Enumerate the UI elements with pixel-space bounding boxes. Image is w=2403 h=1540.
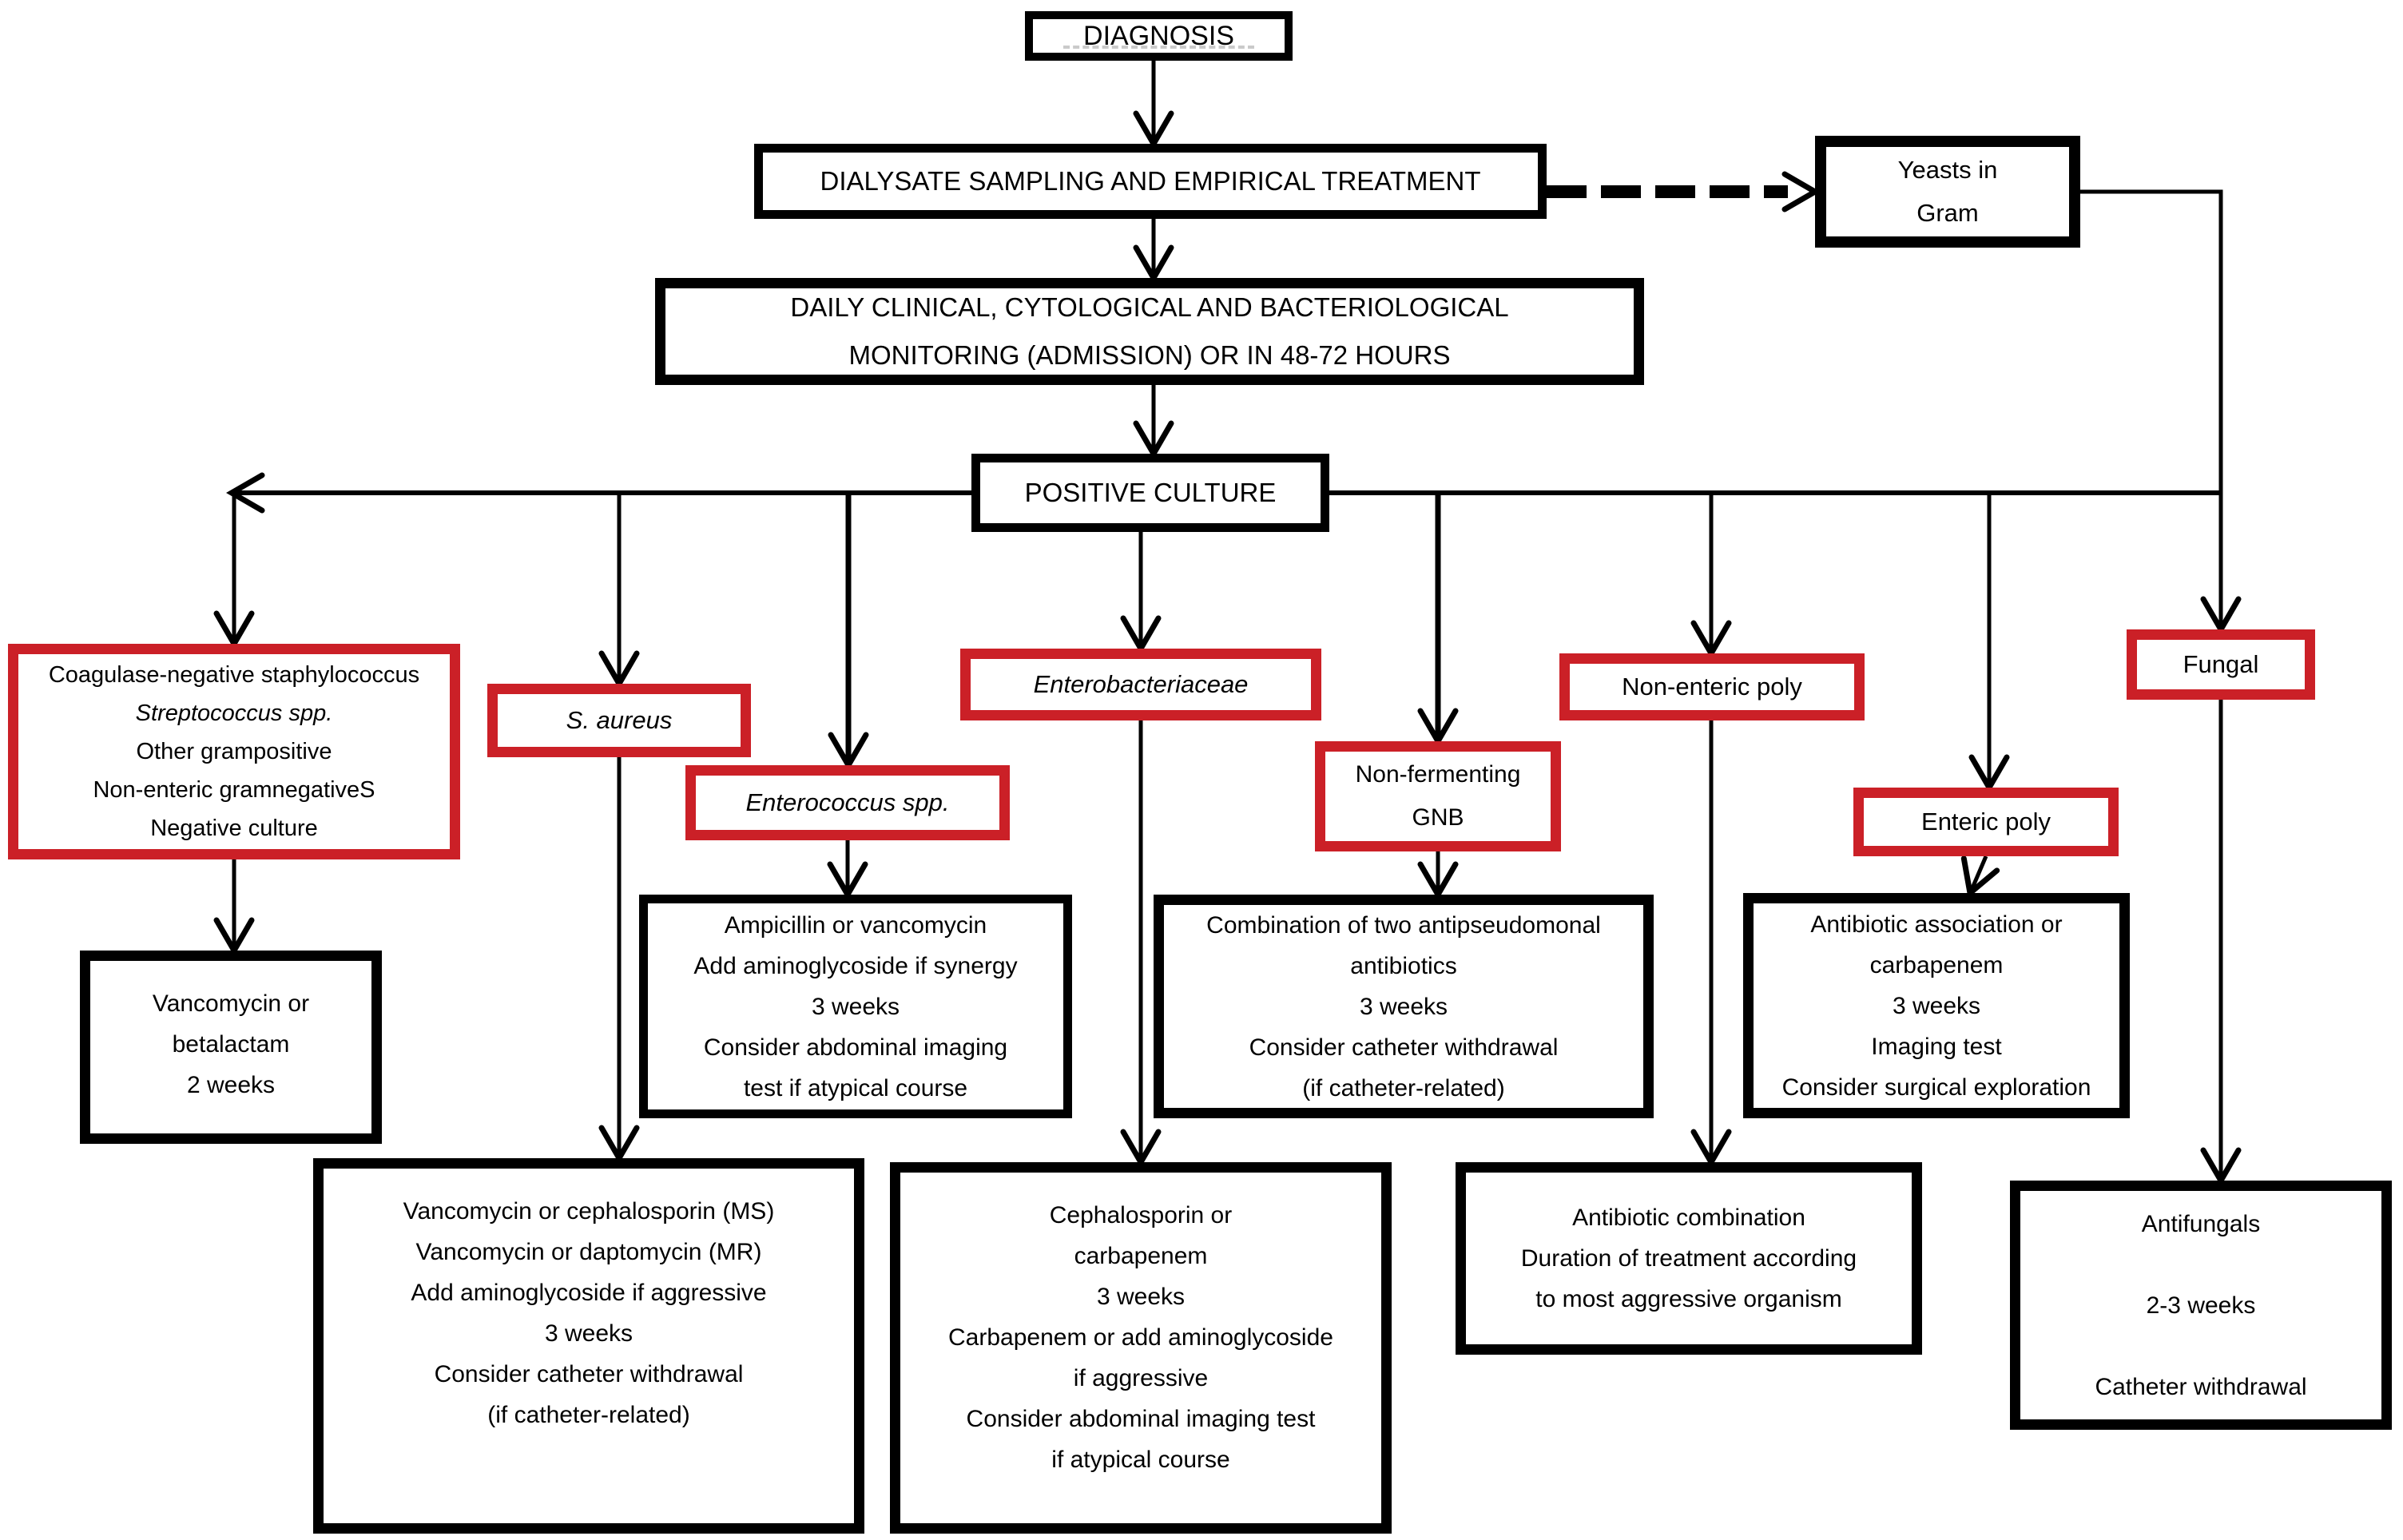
treatment-line: 3 weeks [1892, 992, 1981, 1019]
treatment-line: if aggressive [1073, 1365, 1209, 1391]
treatment-line: 2 weeks [186, 1072, 276, 1098]
treatment-line: (if catheter-related) [1302, 1074, 1505, 1101]
treatment-line: 3 weeks [811, 993, 900, 1020]
node-antifungals: Antifungals 2-3 weeks Catheter withdrawa… [2010, 1181, 2392, 1430]
group-line: Coagulase-negative staphylococcus [48, 662, 420, 688]
node-dialysate-sampling: DIALYSATE SAMPLING AND EMPIRICAL TREATME… [754, 144, 1547, 219]
node-enteric-poly-label: Enteric poly [1921, 808, 2051, 835]
treatment-line: Consider catheter withdrawal [434, 1361, 744, 1387]
diagnosis-underline-artifact [1062, 46, 1255, 49]
node-daily-line: MONITORING (ADMISSION) OR IN 48-72 HOURS [848, 340, 1451, 370]
treatment-line: Vancomycin or [152, 990, 310, 1017]
node-enterobacteriaceae-label: Enterobacteriaceae [1033, 670, 1249, 698]
node-vancomycin-betalactam: Vancomycin or betalactam 2 weeks [80, 951, 382, 1144]
treatment-line: Consider catheter withdrawal [1249, 1034, 1559, 1061]
treatment-line: 3 weeks [1359, 993, 1448, 1020]
treatment-line: Catheter withdrawal [2095, 1373, 2307, 1400]
treatment-line: Combination of two antipseudomonal [1206, 911, 1601, 939]
treatment-line: Ampicillin or vancomycin [724, 911, 987, 939]
treatment-line: to most aggressive organism [1535, 1286, 1842, 1312]
treatment-line: if atypical course [1051, 1447, 1230, 1473]
node-enteric-poly: Enteric poly [1853, 788, 2119, 856]
treatment-line: 3 weeks [1096, 1284, 1186, 1310]
treatment-line: Duration of treatment according [1520, 1245, 1857, 1272]
treatment-line: Consider surgical exploration [1781, 1074, 2091, 1101]
treatment-line: Vancomycin or daptomycin (MR) [415, 1239, 762, 1265]
node-gnb-line: Non-fermenting [1355, 761, 1521, 788]
node-positive-culture-label: POSITIVE CULTURE [1024, 478, 1277, 507]
node-antibiotic-association: Antibiotic association or carbapenem 3 w… [1743, 893, 2130, 1118]
line-yeasts-to-fungal [2080, 189, 2223, 628]
node-yeasts-line: Yeasts in [1897, 156, 1998, 184]
treatment-line: carbapenem [1869, 951, 2004, 978]
group-line: Negative culture [150, 816, 318, 841]
node-daily-monitoring: DAILY CLINICAL, CYTOLOGICAL AND BACTERIO… [655, 278, 1644, 385]
node-s-aureus-label: S. aureus [566, 706, 673, 734]
treatment-line: Consider abdominal imaging test [966, 1406, 1316, 1432]
treatment-line: 2-3 weeks [2146, 1292, 2256, 1319]
node-ampicillin-vancomycin: Ampicillin or vancomycin Add aminoglycos… [639, 895, 1072, 1118]
group-line: Other grampositive [136, 739, 332, 764]
treatment-line: Antifungals [2141, 1210, 2261, 1237]
treatment-line: Cephalosporin or [1049, 1202, 1233, 1228]
treatment-line: Vancomycin or cephalosporin (MS) [403, 1198, 775, 1224]
node-yeasts-line: Gram [1916, 199, 1979, 227]
treatment-line: test if atypical course [743, 1074, 968, 1101]
node-cephalosporin-carbapenem: Cephalosporin or carbapenem 3 weeks Carb… [890, 1162, 1392, 1534]
treatment-line: antibiotics [1350, 952, 1457, 979]
node-fungal-label: Fungal [2183, 650, 2259, 678]
treatment-line: Antibiotic combination [1572, 1205, 1805, 1231]
group-line: Non-enteric gramnegativeS [93, 777, 375, 803]
node-gram-positive-group: Coagulase-negative staphylococcus Strept… [8, 644, 460, 859]
node-daily-line: DAILY CLINICAL, CYTOLOGICAL AND BACTERIO… [790, 292, 1509, 322]
node-enterobacteriaceae: Enterobacteriaceae [960, 649, 1321, 720]
node-yeasts-in-gram: Yeasts in Gram [1815, 136, 2080, 248]
node-positive-culture: POSITIVE CULTURE [971, 454, 1329, 532]
treatment-line: Carbapenem or add aminoglycoside [948, 1324, 1333, 1351]
treatment-line: Add aminoglycoside if aggressive [411, 1280, 767, 1306]
node-s-aureus: S. aureus [487, 684, 751, 757]
node-enterococcus: Enterococcus spp. [685, 765, 1010, 840]
arrow-enteric-to-treatment [1969, 855, 1988, 891]
node-non-enteric-poly-label: Non-enteric poly [1622, 673, 1802, 701]
node-antibiotic-combination: Antibiotic combination Duration of treat… [1456, 1162, 1922, 1355]
node-antipseudomonal-combination: Combination of two antipseudomonal antib… [1154, 895, 1654, 1118]
node-gnb-line: GNB [1412, 804, 1464, 831]
treatment-line: Antibiotic association or [1810, 911, 2063, 938]
node-vancomycin-cephalosporin: Vancomycin or cephalosporin (MS) Vancomy… [313, 1158, 864, 1534]
treatment-line: betalactam [172, 1031, 290, 1058]
node-non-enteric-poly: Non-enteric poly [1559, 653, 1865, 720]
node-dialysate-label: DIALYSATE SAMPLING AND EMPIRICAL TREATME… [820, 166, 1481, 196]
node-enterococcus-label: Enterococcus spp. [745, 788, 950, 816]
treatment-line: 3 weeks [544, 1320, 634, 1347]
treatment-line: Consider abdominal imaging [703, 1034, 1008, 1061]
node-non-fermenting-gnb: Non-fermenting GNB [1315, 741, 1561, 851]
treatment-line: Imaging test [1871, 1033, 2002, 1060]
arrowhead [226, 472, 265, 514]
treatment-line: carbapenem [1074, 1243, 1208, 1269]
node-diagnosis: DIAGNOSIS [1025, 11, 1293, 61]
group-line: Streptococcus spp. [135, 701, 333, 726]
node-fungal: Fungal [2127, 629, 2315, 700]
arrowhead [1781, 171, 1821, 212]
treatment-line: Add aminoglycoside if synergy [693, 952, 1018, 979]
treatment-line: (if catheter-related) [487, 1402, 690, 1428]
